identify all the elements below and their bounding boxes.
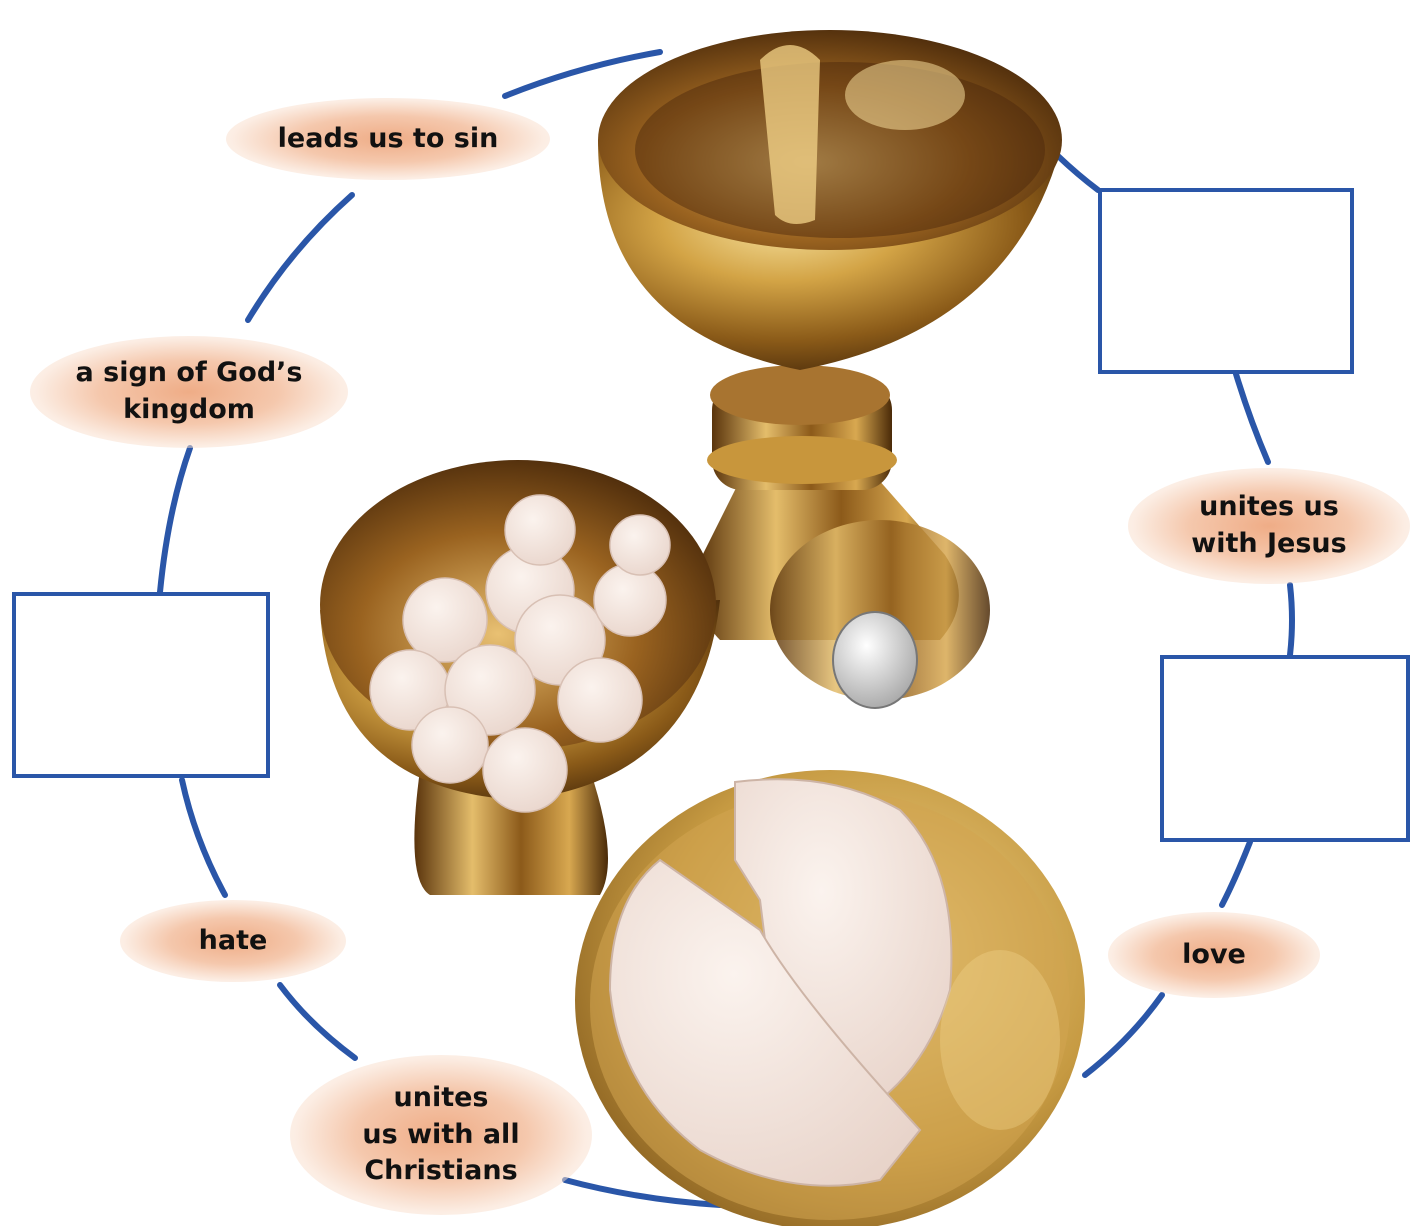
blank-box-right[interactable] [1160,655,1410,842]
label-text: unites us with all Christians [362,1080,519,1190]
ring-segment-right-lower [1222,842,1250,905]
label-text: leads us to sin [278,121,499,158]
label-leads-us-to-sin: leads us to sin [226,98,550,180]
label-hate: hate [120,900,346,982]
ring-segment-right-mid [1290,585,1292,655]
ring-segment-upper-left [248,195,352,320]
label-sign-of-gods-kingdom: a sign of God’s kingdom [30,336,348,448]
ring-segment-right-upper [1236,374,1268,462]
label-text: love [1182,937,1246,974]
blank-box-top-right[interactable] [1098,188,1354,374]
label-unites-us-with-jesus: unites us with Jesus [1128,468,1410,584]
ring-segment-lower-left [182,780,225,895]
ring-segment-mid-left [160,448,190,592]
paten-with-large-host [575,770,1085,1226]
ring-segment-bottom-right [1085,995,1162,1075]
label-text: hate [199,923,268,960]
blank-box-left[interactable] [12,592,270,778]
label-love: love [1108,912,1320,998]
label-unites-us-with-all-christians: unites us with all Christians [290,1055,592,1215]
ring-segment-bottom-left [280,985,355,1058]
ring-segment-top-right [1058,156,1098,190]
label-text: a sign of God’s kingdom [76,355,303,428]
label-text: unites us with Jesus [1191,489,1346,562]
